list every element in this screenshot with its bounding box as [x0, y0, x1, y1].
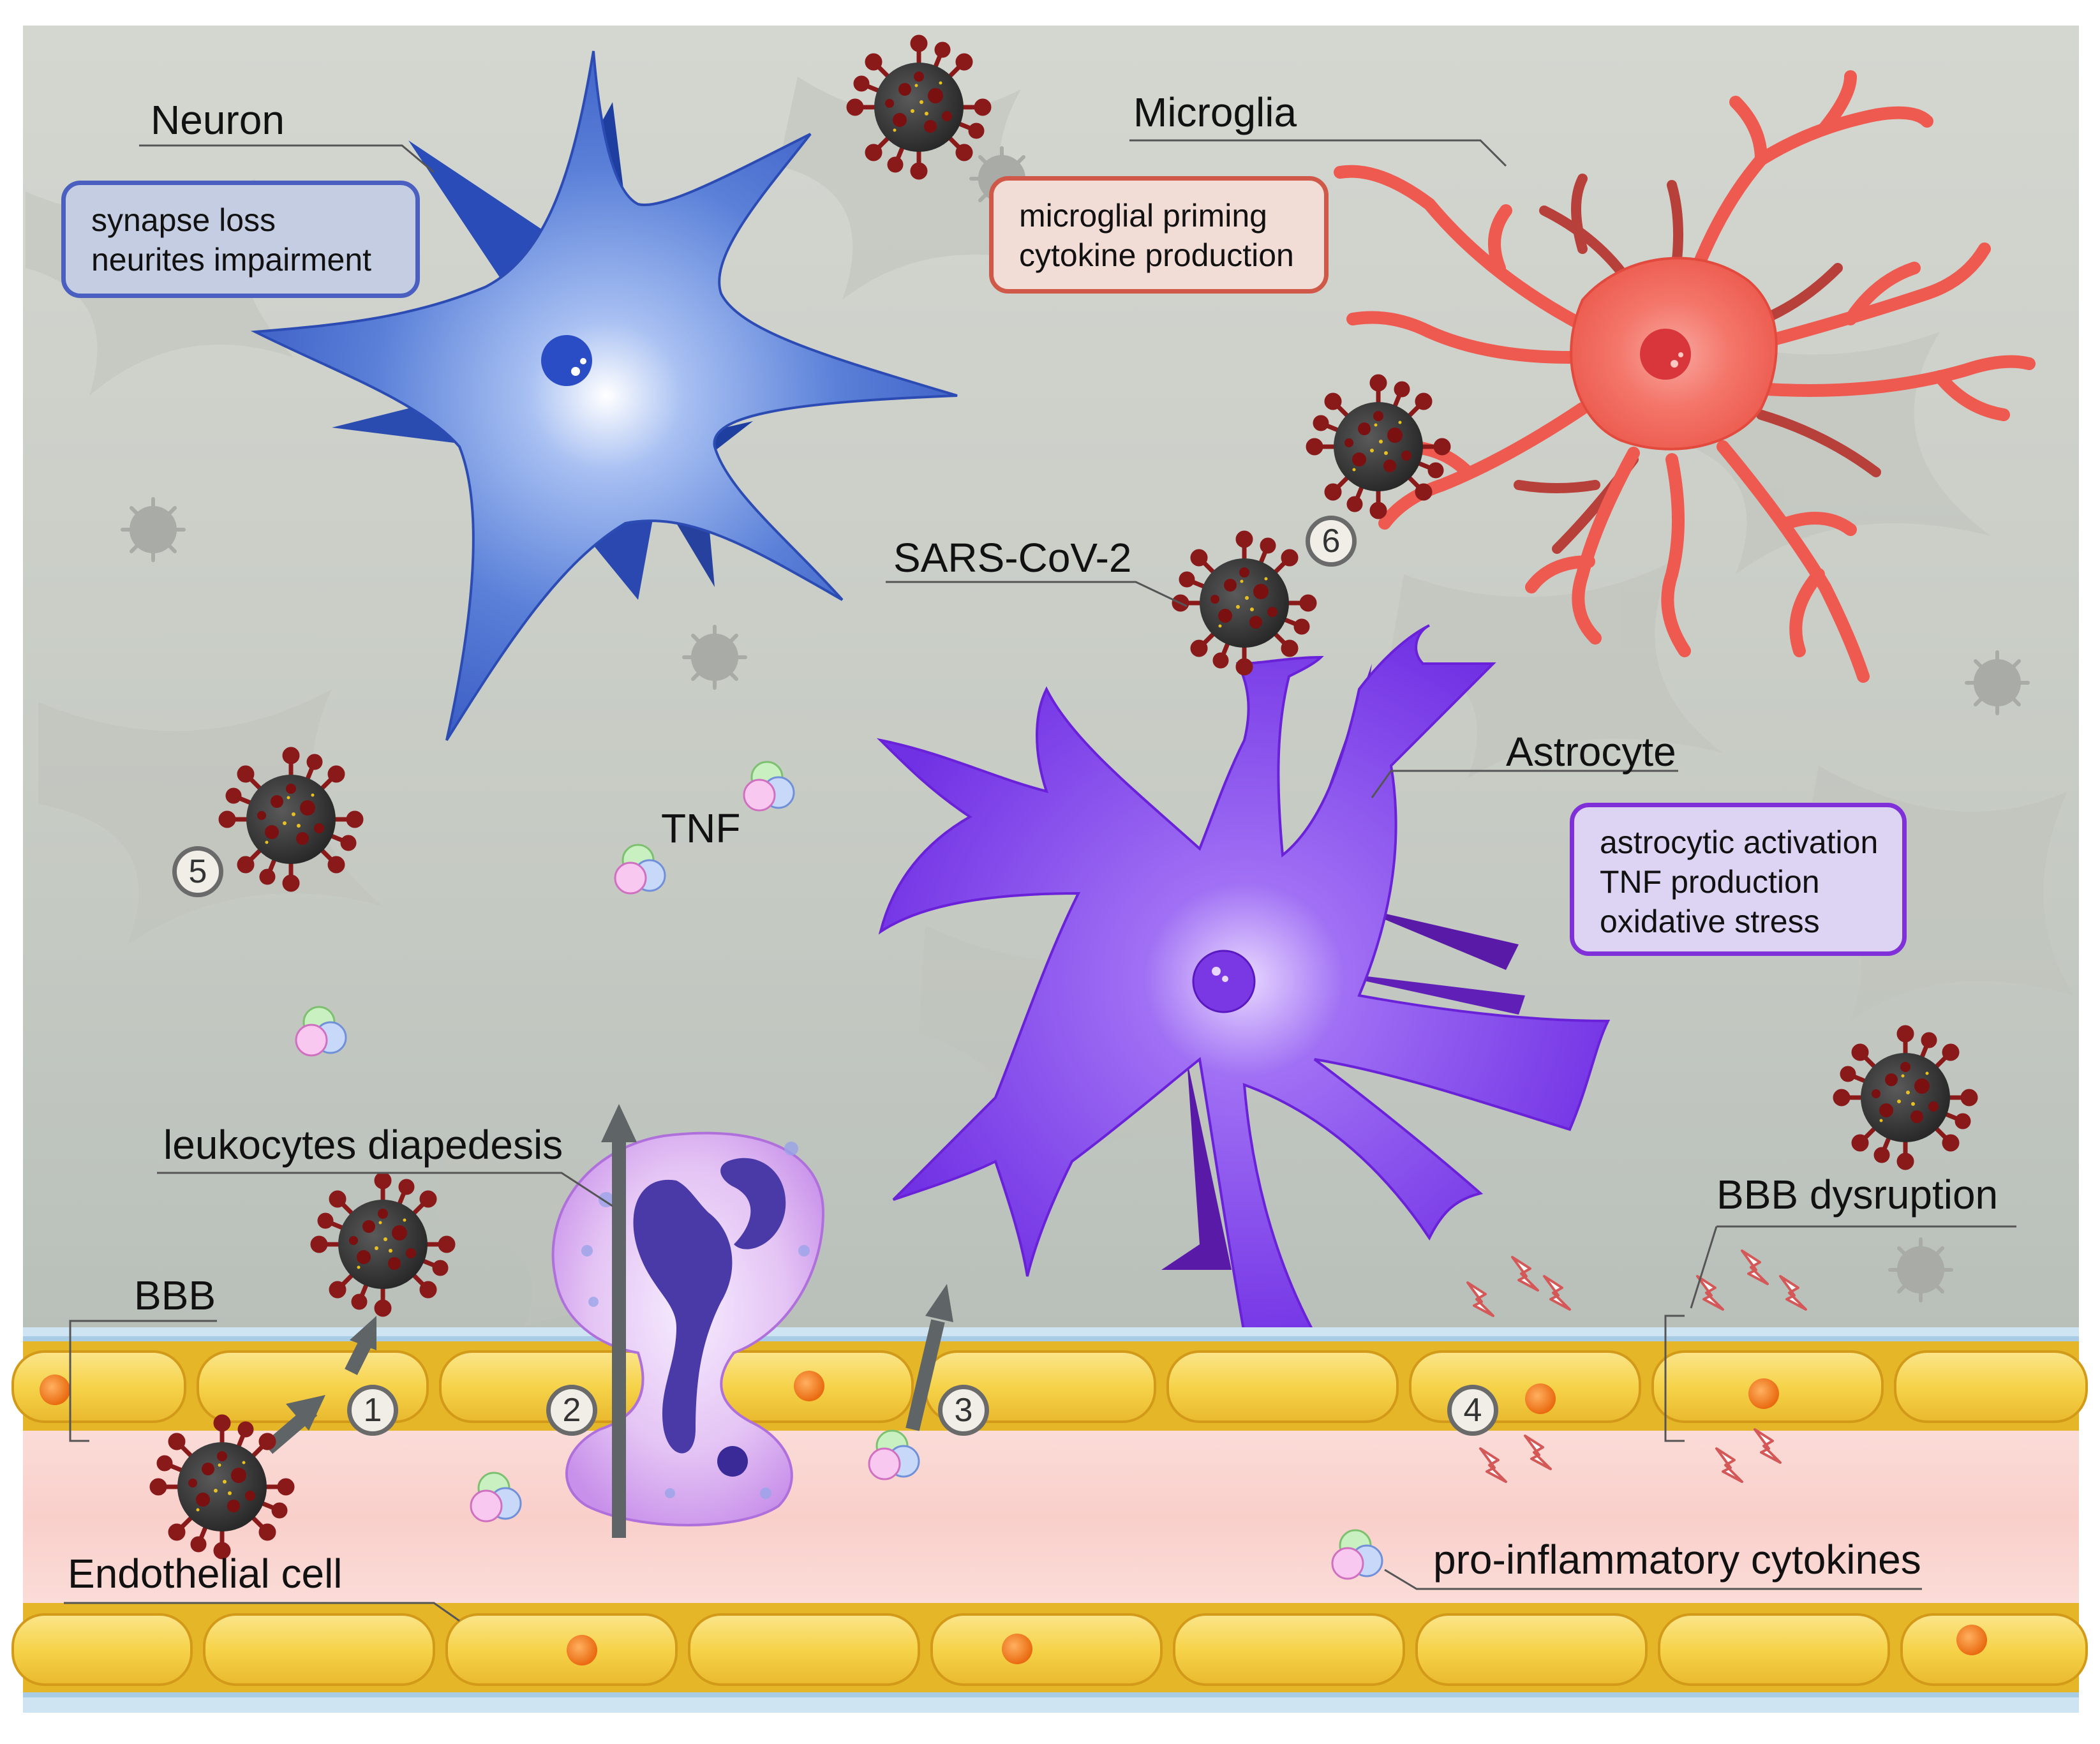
astrocyte-effect-item: oxidative stress	[1600, 904, 1820, 939]
step-marker-2: 2	[546, 1385, 597, 1436]
faded-virus	[123, 499, 184, 560]
faded-virus	[1890, 1239, 1951, 1301]
astrocyte-effect-item: astrocytic activation	[1600, 824, 1879, 860]
virus-particle	[221, 749, 361, 890]
virus-particle	[152, 1417, 292, 1557]
virus-particle	[1835, 1027, 1976, 1168]
microglia-effect-item: cytokine production	[1019, 237, 1294, 273]
pro-inflammatory-cytokines-label: pro-inflammatory cytokines	[1433, 1537, 1921, 1583]
step-marker-1: 1	[347, 1385, 398, 1436]
step-marker-5: 5	[172, 846, 223, 897]
neuron-label: Neuron	[151, 97, 285, 143]
bbb-dysruption-label: BBB dysruption	[1716, 1172, 1999, 1218]
microglia-label: Microglia	[1133, 89, 1297, 135]
astrocyte-effects-box: astrocytic activation TNF production oxi…	[1570, 803, 1907, 956]
endothelial-cells-bottom	[11, 1613, 2088, 1686]
tnf-label: TNF	[661, 805, 741, 851]
microglia-effect-item: microglial priming	[1019, 198, 1267, 234]
neuron-effects-box: synapse loss neurites impairment	[61, 181, 420, 298]
astrocyte-label: Astrocyte	[1506, 729, 1676, 775]
neuron-cell	[250, 50, 958, 742]
faded-virus	[684, 627, 745, 688]
endothelial-cell-label: Endothelial cell	[68, 1551, 343, 1597]
microglia-cell	[1334, 70, 2036, 683]
virus-particle	[849, 37, 989, 177]
leukocytes-diapedesis-label: leukocytes diapedesis	[163, 1122, 563, 1168]
endothelial-nuclei	[40, 1371, 1987, 1666]
step-marker-4: 4	[1447, 1385, 1498, 1436]
sars-cov-2-label: SARS-CoV-2	[893, 535, 1132, 581]
virus-particle	[1308, 376, 1448, 517]
virus-particle	[1174, 533, 1314, 673]
step-marker-6: 6	[1306, 516, 1357, 567]
astrocyte-cell	[876, 624, 1611, 1336]
microglia-effects-box: microglial priming cytokine production	[989, 176, 1329, 294]
neuron-effect-item: synapse loss	[91, 202, 276, 238]
neuron-effect-item: neurites impairment	[91, 242, 372, 278]
astrocyte-effect-item: TNF production	[1600, 864, 1820, 900]
leader-lines	[64, 139, 2016, 1622]
bbb-label: BBB	[134, 1272, 216, 1318]
virus-particle	[313, 1174, 453, 1315]
faded-virus	[1967, 652, 2028, 713]
step-marker-3: 3	[938, 1385, 989, 1436]
